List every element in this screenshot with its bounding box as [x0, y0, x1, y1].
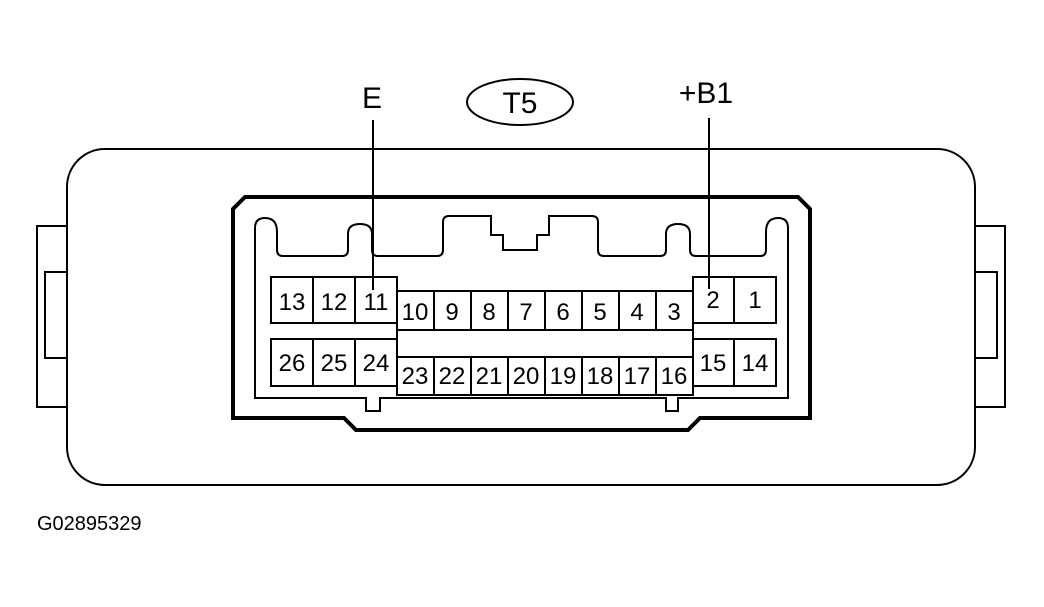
pin-label: 20: [513, 363, 540, 390]
pin-label: 26: [279, 350, 306, 377]
pin-label: 14: [742, 350, 769, 377]
pin-label: 6: [556, 299, 569, 326]
pin-label: 8: [482, 299, 495, 326]
pins-lower-left: 26 25 24: [279, 350, 390, 377]
connector-id-oval: [466, 78, 574, 126]
pins-upper-right: 2 1: [706, 287, 761, 314]
connector-id: T5: [502, 87, 537, 120]
pin-label: 9: [445, 299, 458, 326]
pins-upper-left: 13 12 11: [279, 289, 389, 316]
figure-code: G02895329: [37, 513, 142, 535]
pins-lower-center: 23 22 21 20 19 18 17 16: [402, 363, 688, 390]
pin-label: 25: [321, 350, 348, 377]
pin-label: 2: [706, 287, 719, 314]
pin-label: 24: [363, 350, 390, 377]
pin-label: 23: [402, 363, 429, 390]
pins-upper-center: 10 9 8 7 6 5 4 3: [402, 299, 681, 326]
pin-grid: [270, 276, 777, 396]
pin-label: 17: [624, 363, 651, 390]
terminal-label-b1: +B1: [679, 77, 733, 110]
terminal-label-e: E: [362, 82, 382, 115]
pin-label: 10: [402, 299, 429, 326]
left-latch: [36, 225, 68, 408]
pin-label: 11: [364, 289, 389, 316]
right-latch: [974, 225, 1006, 408]
pin-label: 4: [630, 299, 643, 326]
pin-label: 1: [748, 287, 761, 314]
pin-label: 19: [550, 363, 577, 390]
pin-label: 15: [700, 350, 727, 377]
pin-label: 7: [519, 299, 532, 326]
pin-label: 3: [667, 299, 680, 326]
pins-lower-right: 15 14: [700, 350, 769, 377]
pin-face-outline: [231, 195, 812, 432]
pin-label: 16: [661, 363, 688, 390]
pin-label: 13: [279, 289, 306, 316]
pin-label: 22: [439, 363, 466, 390]
pin-label: 18: [587, 363, 614, 390]
pin-label: 12: [321, 289, 348, 316]
pin-label: 21: [476, 363, 503, 390]
keying-profile: [254, 215, 789, 412]
pin-label: 5: [593, 299, 606, 326]
